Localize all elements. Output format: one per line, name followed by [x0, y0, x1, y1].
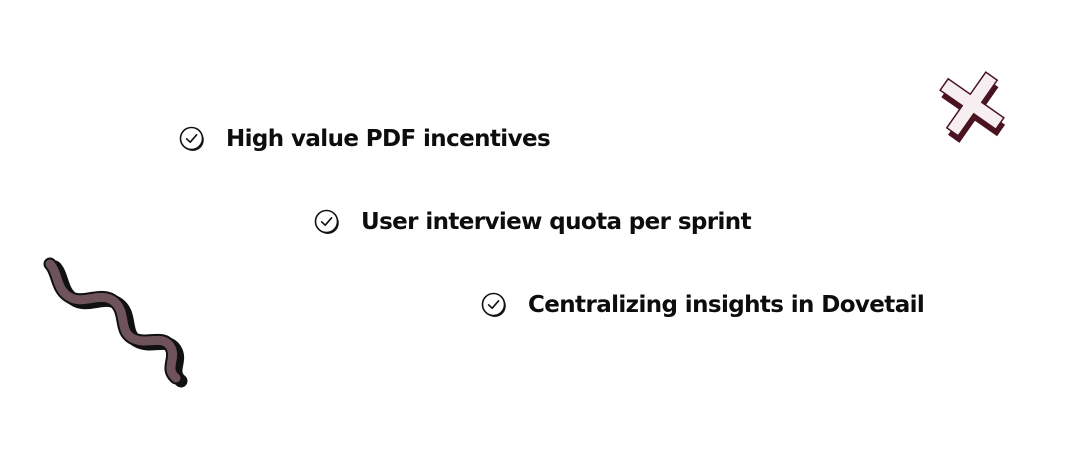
check-circle-icon [179, 126, 204, 151]
checklist-item: User interview quota per sprint [314, 209, 752, 235]
checklist-item-label: Centralizing insights in Dovetail [528, 292, 925, 318]
checklist-item: Centralizing insights in Dovetail [481, 292, 925, 318]
checklist-item-label: User interview quota per sprint [361, 209, 752, 235]
squiggle-shape [43, 257, 188, 388]
checklist-item: High value PDF incentives [179, 126, 551, 152]
checklist-item-label: High value PDF incentives [226, 126, 551, 152]
cross-shape [939, 71, 1006, 143]
check-circle-icon [314, 209, 339, 234]
check-circle-icon [481, 292, 506, 317]
